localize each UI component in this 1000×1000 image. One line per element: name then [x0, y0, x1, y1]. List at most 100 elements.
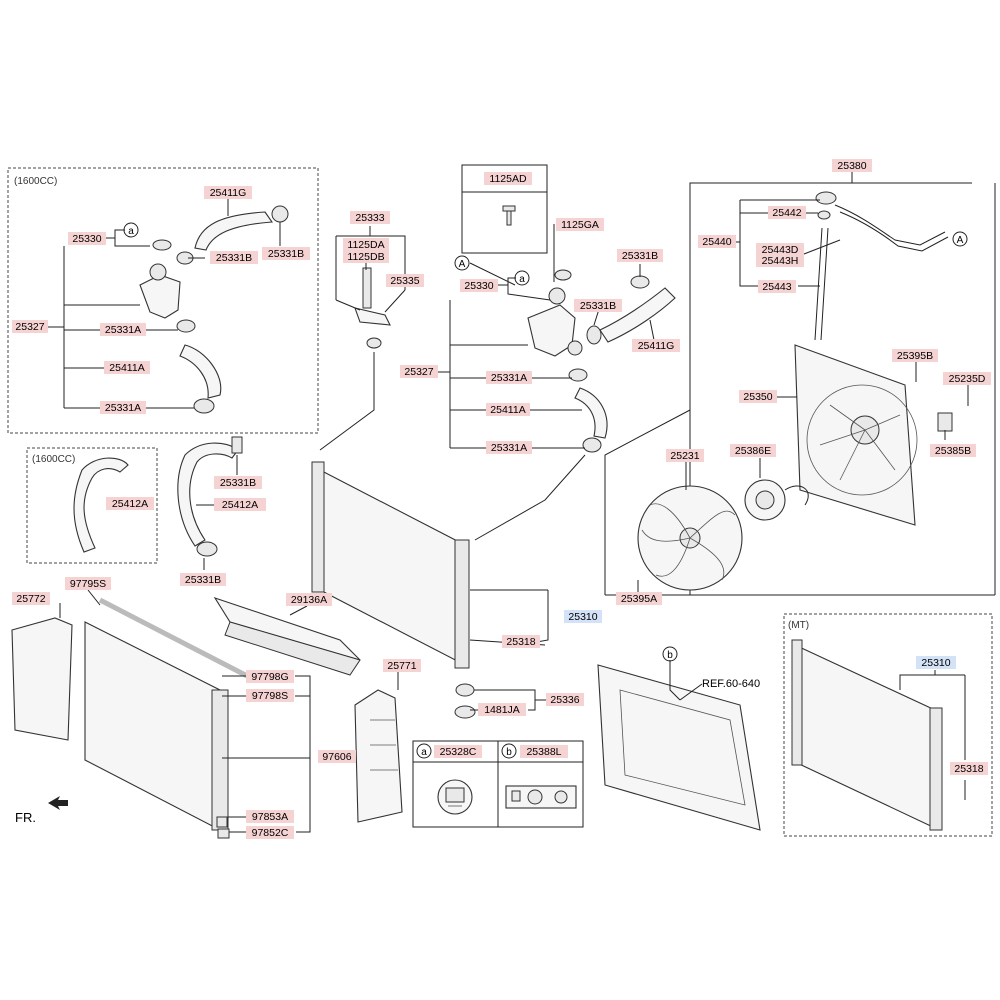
part-number-text: 25772	[16, 593, 45, 605]
part-label-background	[434, 745, 482, 758]
part-label-25331a-left-1[interactable]: 25331A	[100, 323, 146, 336]
part-label-25443[interactable]: 25443	[758, 280, 796, 293]
part-label-25335[interactable]: 25335	[386, 274, 424, 287]
part-label-25331b-left-1[interactable]: 25331B	[210, 251, 258, 264]
part-label-background	[617, 249, 663, 262]
part-label-25331b-mid-2[interactable]: 25331B	[180, 573, 226, 586]
part-label-25395b[interactable]: 25395B	[892, 349, 938, 362]
part-label-25388l[interactable]: 25388L	[520, 745, 568, 758]
part-number-text: 25231	[670, 450, 699, 462]
part-label-25771[interactable]: 25771	[383, 659, 421, 672]
bolt-1125ad-box	[461, 164, 548, 254]
clamp-right-low	[568, 368, 588, 382]
part-label-25333[interactable]: 25333	[350, 211, 390, 224]
part-number-text: 97798S	[252, 690, 288, 702]
part-label-25443d[interactable]: 25443D	[756, 243, 804, 256]
ref-label: REF.60-640	[702, 678, 760, 690]
part-label-25380[interactable]: 25380	[832, 159, 872, 172]
part-label-29136a[interactable]: 29136A	[286, 593, 332, 606]
part-label-background	[478, 703, 526, 716]
part-label-1125ga[interactable]: 1125GA	[556, 218, 604, 231]
part-label-1481ja[interactable]: 1481JA	[478, 703, 526, 716]
part-label-25336[interactable]: 25336	[546, 693, 584, 706]
radiator-mt	[791, 639, 943, 831]
part-label-25331a-right-2[interactable]: 25331A	[486, 441, 532, 454]
part-number-text: 25331B	[622, 250, 658, 262]
part-label-25331b-right-1[interactable]: 25331B	[617, 249, 663, 262]
callout-circle-A-top: A	[454, 255, 470, 271]
part-label-25443h[interactable]: 25443H	[756, 254, 804, 267]
part-number-text: 25385B	[935, 445, 971, 457]
part-label-25231[interactable]: 25231	[666, 449, 704, 462]
part-number-text: 25336	[550, 694, 579, 706]
part-label-25411g-right[interactable]: 25411G	[632, 339, 680, 352]
part-label-25440[interactable]: 25440	[698, 235, 736, 248]
svg-text:b: b	[506, 747, 512, 758]
part-label-25331a-right-1[interactable]: 25331A	[486, 371, 532, 384]
part-label-25330-left[interactable]: 25330	[68, 232, 106, 245]
hose-25412a-1600cc	[73, 457, 129, 553]
part-number-labels: 25411G 25330 25331B 25331B 25327 25331A …	[12, 159, 991, 839]
part-label-25772[interactable]: 25772	[12, 592, 50, 605]
part-label-25330-right[interactable]: 25330	[460, 279, 498, 292]
clamp-left-mid	[176, 319, 196, 333]
part-label-1125ad[interactable]: 1125AD	[484, 172, 532, 185]
part-label-97798g[interactable]: 97798G	[246, 670, 294, 683]
part-label-background	[400, 365, 438, 378]
part-label-97606[interactable]: 97606	[318, 750, 356, 763]
air-guard-25771	[354, 689, 403, 823]
part-label-background	[698, 235, 736, 248]
part-label-97852c[interactable]: 97852C	[246, 826, 294, 839]
part-number-text: 25412A	[112, 498, 148, 510]
part-label-25327-left[interactable]: 25327	[12, 320, 48, 333]
part-number-text: 97853A	[252, 811, 288, 823]
part-label-background	[65, 577, 111, 590]
part-number-text: 25331A	[491, 372, 527, 384]
part-label-25235d[interactable]: 25235D	[943, 372, 991, 385]
part-label-background	[12, 592, 50, 605]
part-label-1125da[interactable]: 1125DA	[343, 238, 389, 251]
part-label-1125db[interactable]: 1125DB	[343, 250, 389, 263]
part-label-background	[574, 299, 622, 312]
part-label-25442[interactable]: 25442	[768, 206, 806, 219]
part-label-25411a-right[interactable]: 25411A	[486, 403, 530, 416]
part-label-25385b[interactable]: 25385B	[930, 444, 976, 457]
part-label-25310[interactable]: 25310	[564, 610, 602, 623]
part-label-25327-right[interactable]: 25327	[400, 365, 438, 378]
part-label-background	[104, 361, 150, 374]
part-label-background	[246, 670, 294, 683]
part-number-text: 25331A	[105, 324, 141, 336]
part-label-97853a[interactable]: 97853A	[246, 810, 294, 823]
part-label-25318[interactable]: 25318	[502, 635, 540, 648]
part-label-97795s[interactable]: 97795S	[65, 577, 111, 590]
part-label-25411g-left[interactable]: 25411G	[204, 186, 252, 199]
part-label-25386e[interactable]: 25386E	[730, 444, 776, 457]
part-label-25395a[interactable]: 25395A	[616, 592, 662, 605]
part-number-text: 25411G	[638, 340, 675, 352]
clamp-right-mid	[586, 325, 602, 345]
part-label-25310-mt[interactable]: 25310	[916, 656, 956, 669]
fan-blade-25231	[637, 485, 743, 591]
part-label-25412a-mid[interactable]: 25412A	[214, 498, 266, 511]
part-label-25411a-left[interactable]: 25411A	[104, 361, 150, 374]
part-label-25412a-1600cc[interactable]: 25412A	[106, 497, 154, 510]
part-label-background	[106, 497, 154, 510]
part-label-background	[383, 659, 421, 672]
part-number-text: 25331B	[268, 248, 304, 260]
part-label-25331a-left-2[interactable]: 25331A	[100, 401, 146, 414]
part-label-25318-mt[interactable]: 25318	[950, 762, 988, 775]
part-label-25328c[interactable]: 25328C	[434, 745, 482, 758]
svg-text:a: a	[421, 747, 427, 758]
part-label-25350[interactable]: 25350	[739, 390, 777, 403]
part-number-text: 25318	[954, 763, 983, 775]
part-label-background	[210, 251, 258, 264]
part-label-25331b-right-2[interactable]: 25331B	[574, 299, 622, 312]
part-label-97798s[interactable]: 97798S	[246, 689, 294, 702]
part-number-text: 25386E	[735, 445, 771, 457]
part-label-background	[916, 656, 956, 669]
part-label-background	[246, 826, 294, 839]
part-number-text: 25395A	[621, 593, 657, 605]
part-label-background	[12, 320, 48, 333]
part-label-25331b-left-2[interactable]: 25331B	[262, 247, 310, 260]
part-label-25331b-mid[interactable]: 25331B	[214, 476, 262, 489]
